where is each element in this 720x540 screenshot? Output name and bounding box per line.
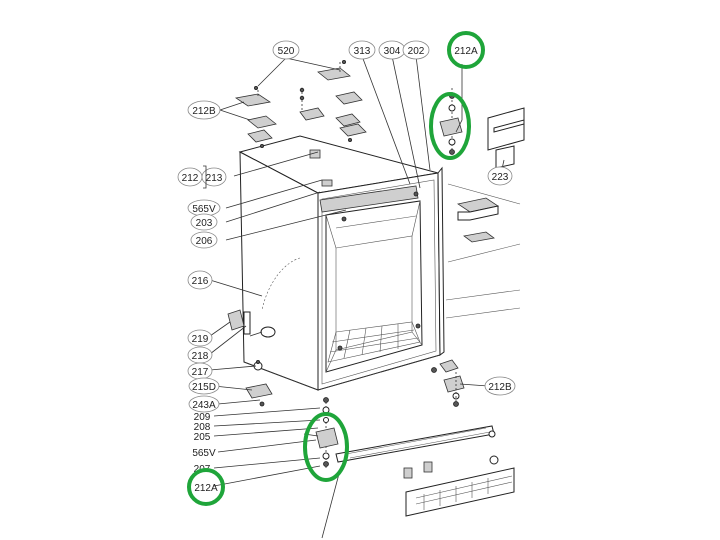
top-bracket-parts: [234, 60, 367, 148]
highlight-circle-212A-bottom: [187, 468, 225, 506]
top-hinge-assembly: [439, 64, 463, 158]
label-520: 520: [278, 46, 295, 57]
label-206: 206: [196, 236, 213, 247]
label-212A-bottom: 212A: [194, 483, 218, 494]
shelf-parts: [321, 425, 515, 539]
cabinet-body: [238, 135, 445, 391]
label-205: 205: [194, 432, 211, 443]
label-202: 202: [408, 46, 425, 57]
label-218: 218: [192, 351, 209, 362]
label-313: 313: [354, 46, 371, 57]
label-212B-left: 212B: [192, 106, 216, 117]
highlight-circle-212A-top: [447, 31, 485, 69]
highlight-marks: [187, 31, 485, 506]
label-212: 212: [182, 173, 199, 184]
label-213: 213: [206, 173, 223, 184]
highlight-ellipse-bottom-hinge: [303, 412, 349, 482]
label-565V-bottom: 565V: [192, 448, 216, 459]
leader-lines: [209, 55, 505, 487]
label-219: 219: [192, 334, 209, 345]
cabinet-details: [261, 149, 421, 351]
label-217: 217: [192, 367, 209, 378]
label-212A-top: 212A: [454, 46, 478, 57]
label-208: 208: [194, 422, 211, 433]
highlight-ellipse-top-hinge: [429, 92, 471, 160]
left-side-parts: [227, 309, 276, 407]
door-shelf-parts: [447, 107, 525, 263]
label-216: 216: [192, 276, 209, 287]
bottom-hinge-assembly: [303, 397, 339, 470]
label-bubbles: [177, 40, 516, 413]
right-lower-parts: [431, 289, 521, 407]
label-bracket: [203, 165, 207, 189]
label-304: 304: [384, 46, 401, 57]
label-215D: 215D: [192, 382, 216, 393]
label-565V-top: 565V: [192, 204, 216, 215]
label-212B-right: 212B: [488, 382, 512, 393]
label-223: 223: [492, 172, 509, 183]
label-203: 203: [196, 218, 213, 229]
label-209: 209: [194, 412, 211, 423]
label-243A: 243A: [192, 400, 216, 411]
